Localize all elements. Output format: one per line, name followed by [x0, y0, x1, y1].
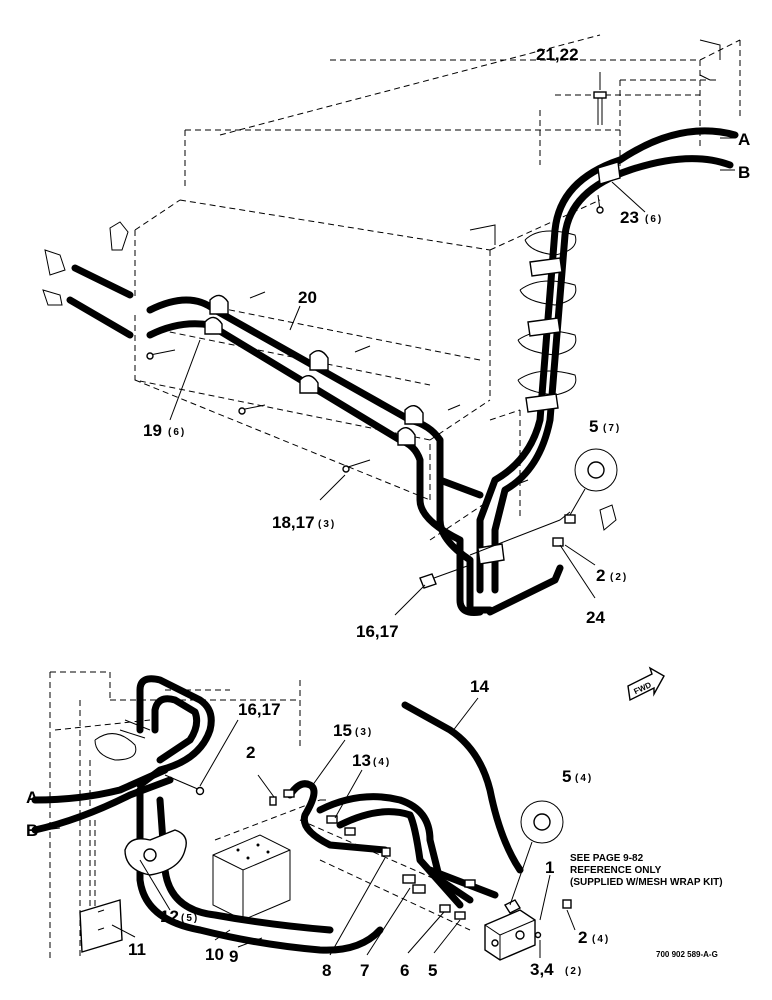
callout-3-4-qty: (2) [565, 966, 583, 977]
callout-13: 13 [352, 751, 371, 770]
callout-20: 20 [298, 288, 317, 307]
callout-6: 6 [400, 961, 409, 980]
callout-a-bottom: A [26, 788, 38, 807]
callout-18-qty: (3) [318, 519, 336, 530]
callout-2-top: 2 [596, 566, 605, 585]
note-line-3: (SUPPLIED W/MESH WRAP KIT) [570, 877, 723, 888]
callout-15: 15 [333, 721, 352, 740]
callout-3-4: 3,4 [530, 960, 554, 979]
callout-13-qty: (4) [373, 757, 391, 768]
figure-reference: 700 902 589-A-G [656, 950, 718, 959]
callout-5-lower: 5 [428, 961, 437, 980]
note-line-2: REFERENCE ONLY [570, 865, 662, 876]
callout-8: 8 [322, 961, 331, 980]
callout-14: 14 [470, 677, 489, 696]
fwd-arrow: FWD [627, 666, 665, 702]
callout-23: 23 [620, 208, 639, 227]
bottom-leaders [43, 697, 576, 958]
hose-ab-bundle [476, 91, 739, 594]
callout-5-top: 5 [589, 417, 598, 436]
callout-9: 9 [229, 947, 238, 966]
bottom-hoses [31, 675, 524, 954]
bottom-hardware [79, 774, 572, 961]
callout-5-top-qty: (7) [603, 423, 621, 434]
callout-11: 11 [128, 940, 146, 959]
top-view-frame [134, 34, 741, 541]
callout-23-qty: (6) [645, 214, 663, 225]
top-leaders [169, 72, 735, 616]
callout-5-bottom-qty: (4) [575, 773, 593, 784]
callout-2-top-qty: (2) [610, 572, 628, 583]
callout-5-bottom: 5 [562, 767, 571, 786]
bottom-view-frame [49, 671, 471, 960]
callout-15-qty: (3) [355, 727, 373, 738]
callout-16-17-bottom: 16,17 [238, 700, 281, 719]
callout-19-qty: (6) [168, 427, 186, 438]
callout-10: 10 [205, 945, 224, 964]
callout-b-top: B [738, 163, 750, 182]
callout-21-22: 21,22 [536, 45, 579, 64]
callout-16-17-top: 16,17 [356, 622, 399, 641]
callout-24: 24 [586, 608, 605, 627]
callout-2-bottom: 2 [246, 743, 255, 762]
callout-12: 12 [160, 907, 179, 926]
callout-7: 7 [360, 961, 369, 980]
callout-18-17: 18,17 [272, 513, 315, 532]
callout-2-bottom-right-qty: (4) [592, 934, 610, 945]
hose-20-assembly [146, 291, 564, 616]
top-left-fittings [42, 221, 134, 339]
callout-1: 1 [545, 858, 554, 877]
callout-12-qty: (5) [181, 913, 199, 924]
note-line-1: SEE PAGE 9-82 [570, 853, 644, 864]
callout-2-bottom-right: 2 [578, 928, 587, 947]
callout-a-top: A [738, 130, 750, 149]
callout-19: 19 [143, 421, 162, 440]
top-hardware-lower [419, 448, 618, 589]
callout-b-bottom: B [26, 821, 38, 840]
